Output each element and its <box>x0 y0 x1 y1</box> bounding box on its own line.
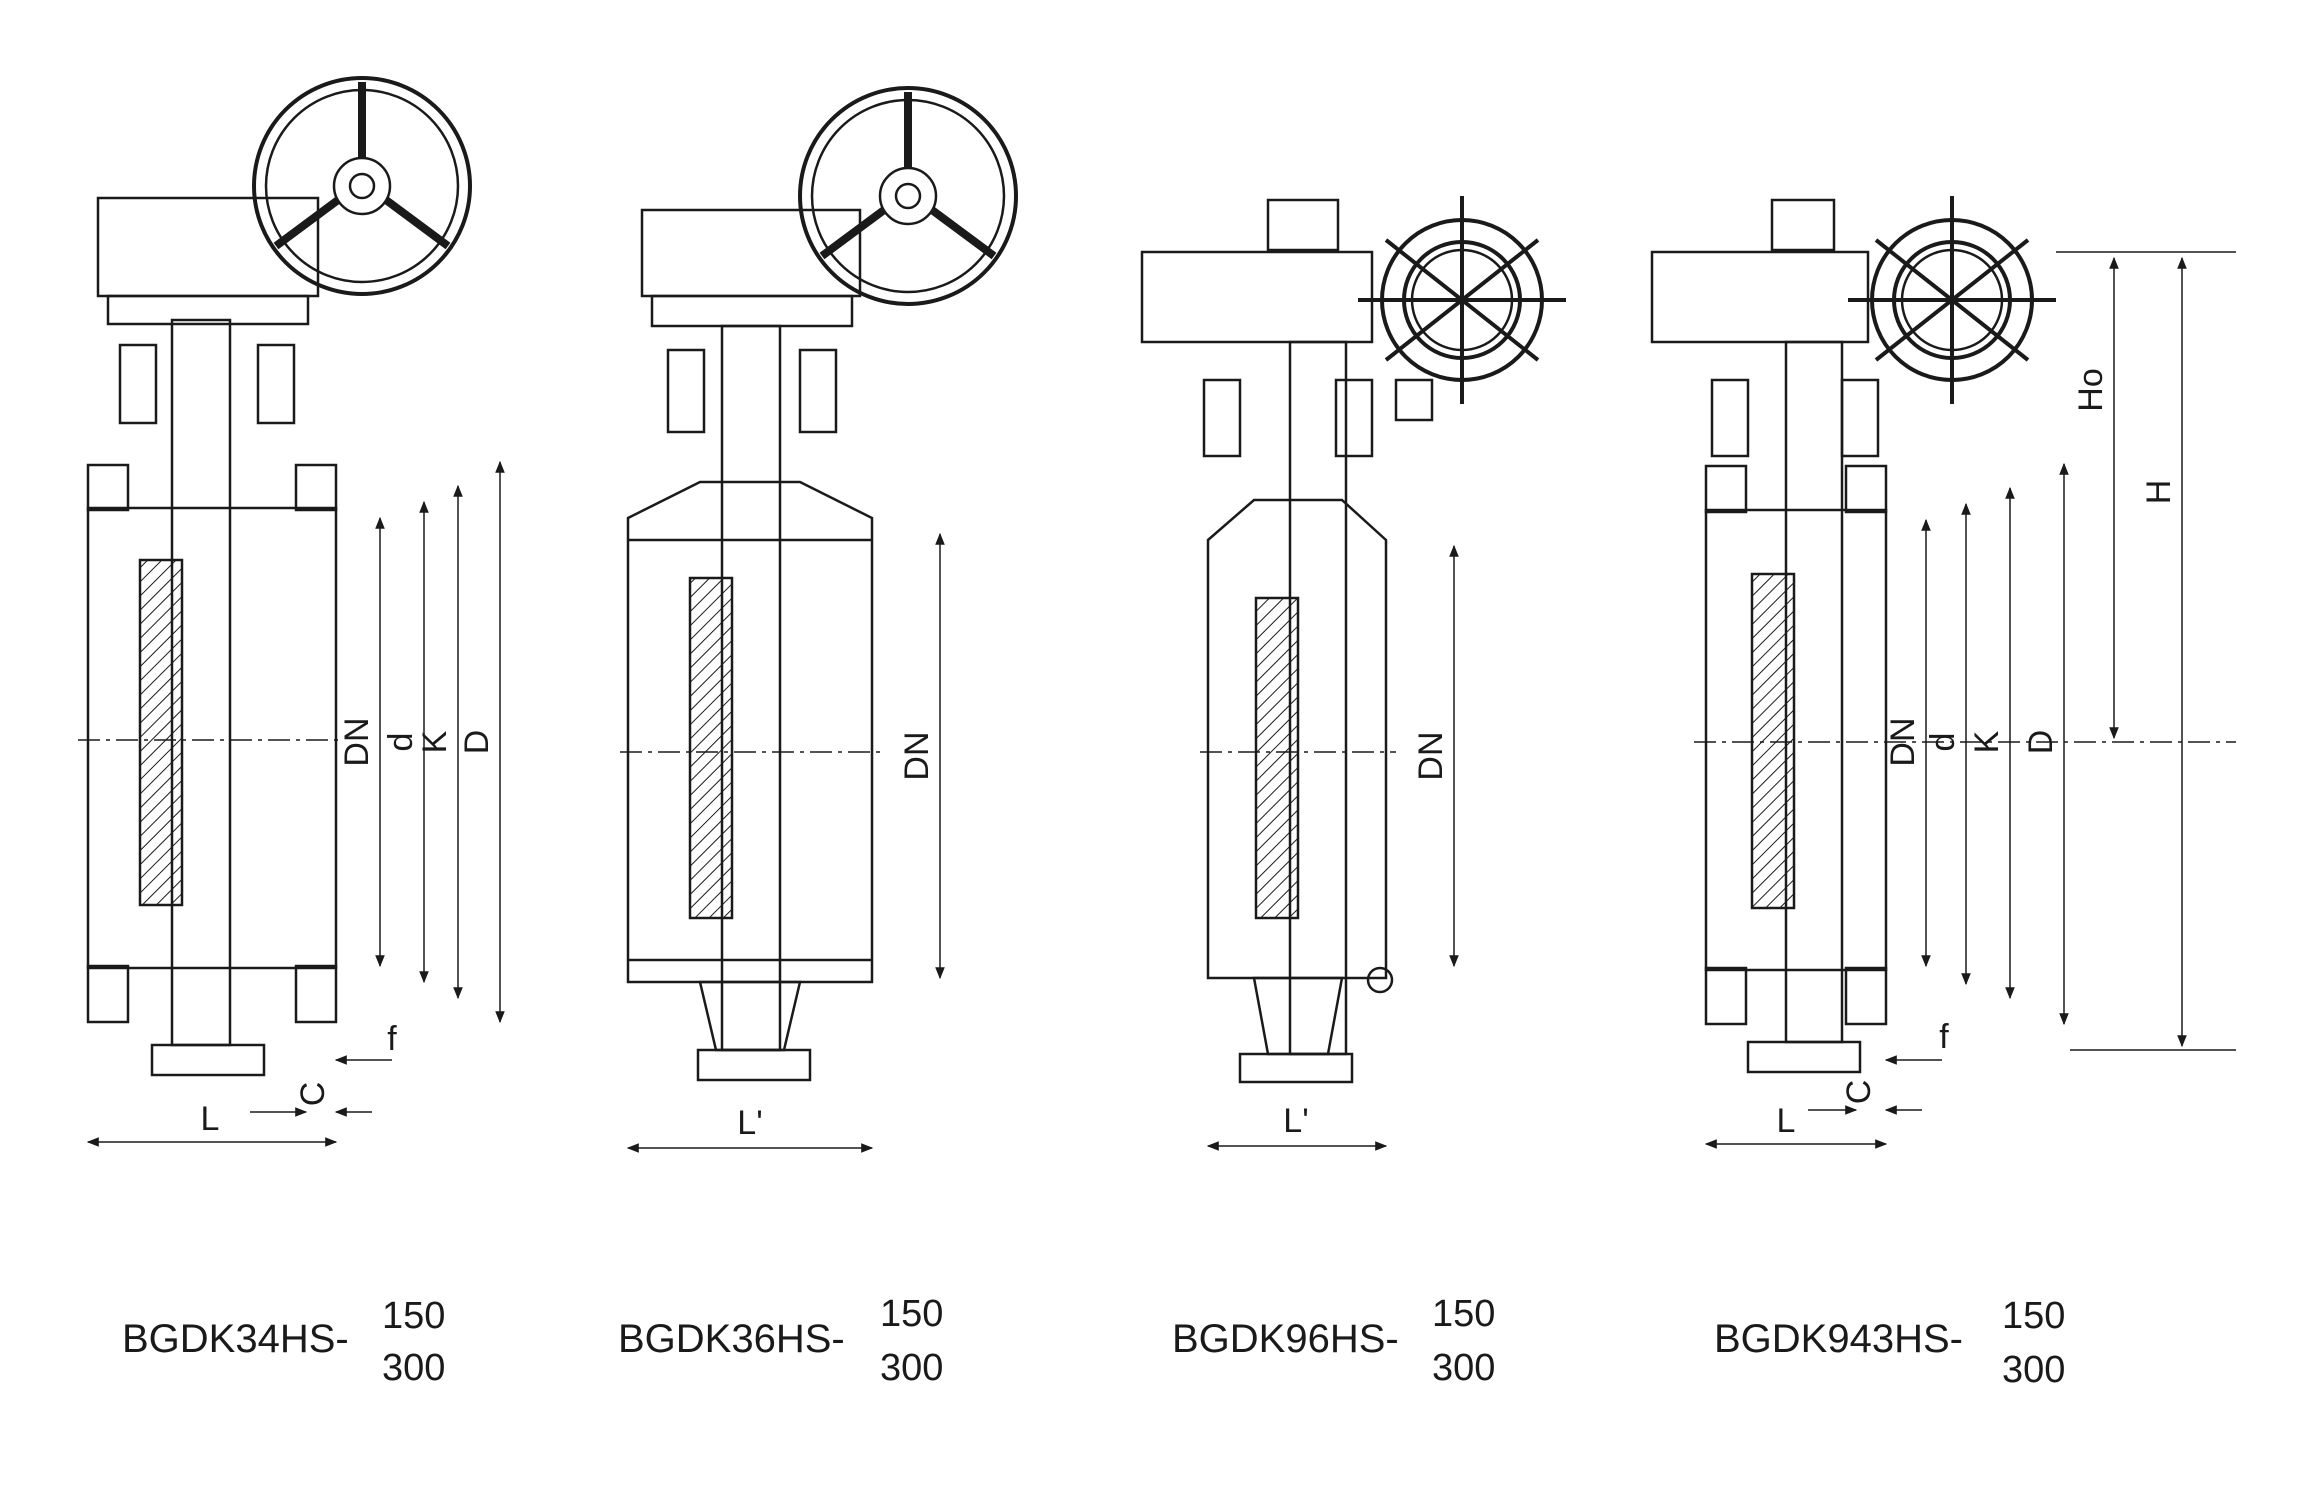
valve-2-gearbox-base <box>650 294 854 328</box>
valve-4-bolt-right <box>1840 378 1880 458</box>
caption-4: BGDK943HS- 150 300 <box>1714 1295 2065 1391</box>
valve-2-bottom-cap <box>696 1048 812 1082</box>
caption-1: BGDK34HS- 150 300 <box>122 1295 445 1389</box>
valve-1-drawing <box>78 76 505 1147</box>
valve-3-actuator-drum <box>1358 196 1566 404</box>
caption-1-numerator: 150 <box>382 1295 445 1337</box>
caption-2-numerator: 150 <box>880 1293 943 1335</box>
valve-2-handwheel <box>798 86 1018 306</box>
valve-4-label-f: f <box>1939 1018 1949 1056</box>
valve-1-label-l: L <box>201 1100 220 1138</box>
valve-3-drawing <box>1140 196 1566 1151</box>
valve-2-drawing <box>620 86 1018 1153</box>
valve-4-disc <box>1750 572 1796 910</box>
valve-1-gearbox <box>96 196 320 298</box>
valve-1-body <box>86 506 338 970</box>
valve-4-label-d: d <box>1924 733 1962 752</box>
valve-1-bottom-cap <box>150 1043 266 1077</box>
caption-3-numerator: 150 <box>1432 1293 1495 1335</box>
valve-2-bolt-right <box>798 348 838 434</box>
valve-3-disc <box>1254 596 1300 920</box>
valve-1-bolt-left <box>118 343 158 425</box>
valve-4-label-k: K <box>1968 730 2006 753</box>
valve-4-label-ho: Ho <box>2072 368 2110 411</box>
valve-1-label-dn: DN <box>338 717 376 766</box>
caption-3: BGDK96HS- 150 300 <box>1172 1293 1495 1389</box>
valve-2-label-dn: DN <box>898 731 936 780</box>
caption-2: BGDK36HS- 150 300 <box>618 1293 943 1389</box>
valve-4-label-d-outer: D <box>2022 730 2060 755</box>
valve-1-handwheel <box>252 76 472 296</box>
caption-1-denominator: 300 <box>382 1347 445 1389</box>
valve-4-label-h: H <box>2140 480 2178 505</box>
caption-2-denominator: 300 <box>880 1347 943 1389</box>
caption-3-denominator: 300 <box>1432 1347 1495 1389</box>
valve-1-label-k: K <box>416 730 454 753</box>
caption-4-denominator: 300 <box>2002 1349 2065 1391</box>
caption-1-prefix: BGDK34HS- <box>122 1317 349 1361</box>
valve-1-label-d-outer: D <box>458 730 496 755</box>
valve-3-bottom-cap <box>1238 1052 1354 1084</box>
valve-2-body <box>626 480 874 984</box>
caption-4-prefix: BGDK943HS- <box>1714 1317 1963 1361</box>
valve-4-label-c: C <box>1840 1080 1878 1105</box>
caption-2-prefix: BGDK36HS- <box>618 1317 845 1361</box>
valve-4-bolt-left <box>1710 378 1750 458</box>
valve-3-bolt-left <box>1202 378 1242 458</box>
valve-3-body <box>1206 498 1388 980</box>
valve-2-bolt-left <box>666 348 706 434</box>
valve-4-drawing <box>1650 196 2236 1149</box>
valve-1-gearbox-base <box>106 294 310 326</box>
valve-3-label-dn: DN <box>1412 731 1450 780</box>
caption-3-prefix: BGDK96HS- <box>1172 1317 1399 1361</box>
valve-1-label-f: f <box>387 1020 397 1058</box>
valve-1-label-c: C <box>294 1082 332 1107</box>
valve-1-label-d: d <box>382 733 420 752</box>
valve-4-actuator-drum <box>1848 196 2056 404</box>
valve-3-label-l-prime: L' <box>1283 1102 1308 1140</box>
valve-1-bolt-right <box>256 343 296 425</box>
valve-4-label-dn: DN <box>1884 717 1922 766</box>
valve-3-bolt-right <box>1334 378 1374 458</box>
caption-4-numerator: 150 <box>2002 1295 2065 1337</box>
valve-1-disc <box>138 558 184 907</box>
valve-4-bottom-cap <box>1746 1040 1862 1074</box>
valve-4-gearbox <box>1650 250 1870 344</box>
valve-2-label-l-prime: L' <box>737 1104 762 1142</box>
valve-4-label-l: L <box>1777 1102 1796 1140</box>
valve-4-body <box>1704 508 1888 972</box>
valve-2-disc <box>688 576 734 920</box>
valve-3-gearbox <box>1140 250 1374 344</box>
